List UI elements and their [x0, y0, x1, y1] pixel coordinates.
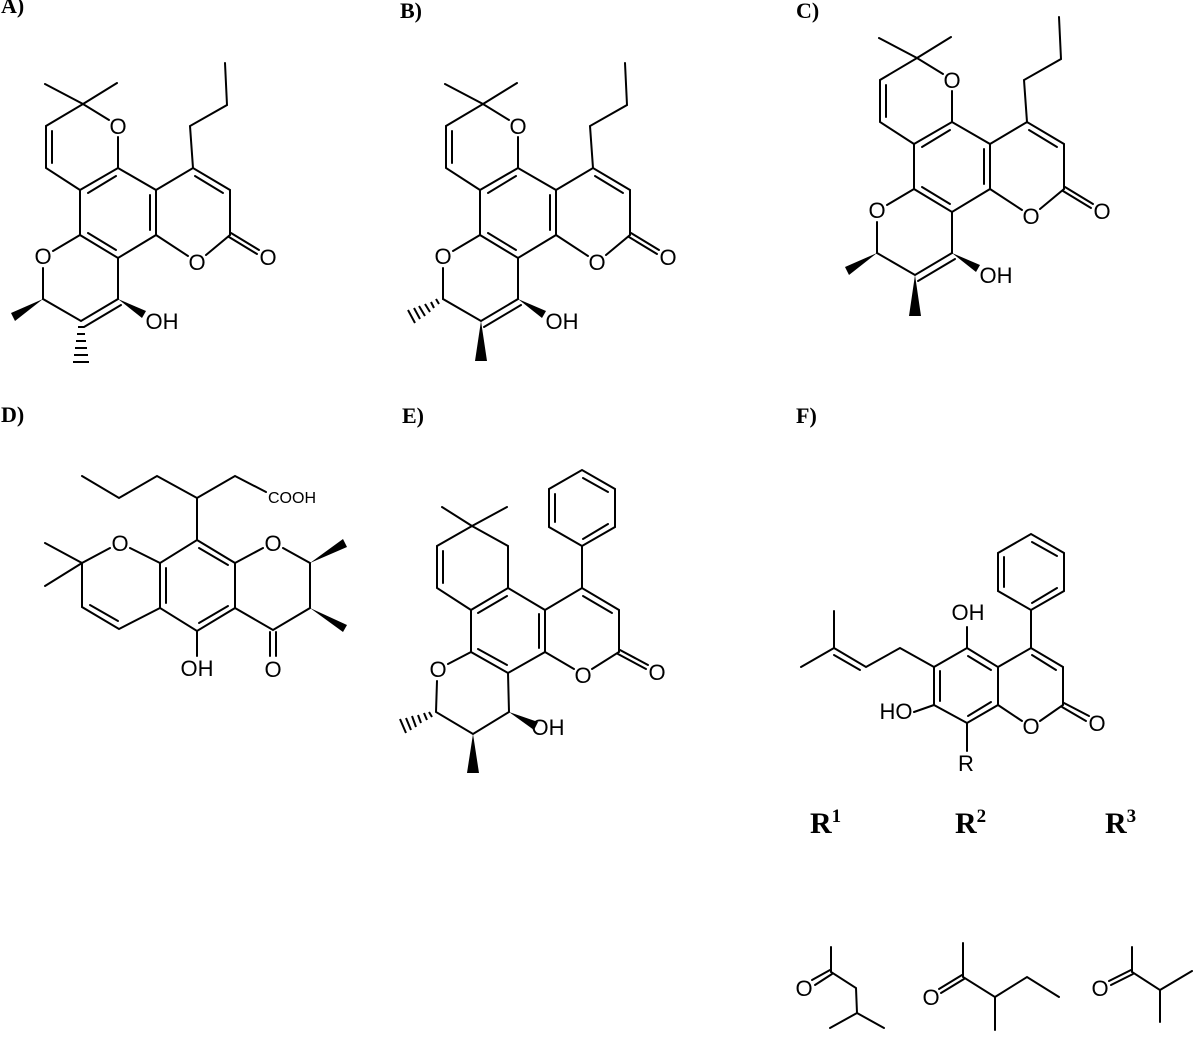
atom-oh-e: OH [532, 715, 565, 740]
panel-label-e: E) [402, 403, 424, 428]
atom-oh-f: OH [952, 600, 985, 625]
wedge-methyl [467, 734, 479, 773]
structure-e-bonds [399, 468, 649, 773]
structure-b-bonds [407, 62, 660, 361]
atom-ho-f: HO [880, 699, 913, 724]
atom-o-pyran-c: O [868, 198, 885, 223]
panel-label-a: A) [1, 0, 24, 18]
hashed-methyl [399, 711, 433, 734]
atom-o-carbonyl-e: O [648, 660, 665, 685]
r3-fragment: O [1091, 946, 1193, 1023]
r1-base: R [810, 807, 832, 840]
atom-cooh-d: COOH [268, 490, 316, 507]
structure-c: C) O O O O OH [796, 0, 1111, 316]
atom-o-chromene-a: O [109, 114, 126, 139]
atom-o-carbonyl-a: O [259, 245, 276, 270]
wedge-hydroxyl [518, 299, 546, 318]
atom-o-carbonyl-b: O [659, 245, 676, 270]
wedge-methyl [310, 539, 347, 563]
atom-o-pyran-d: O [264, 531, 281, 556]
atom-o-pyran-b: O [434, 244, 451, 269]
wedge-methyl [475, 321, 487, 361]
hashed-methyl [407, 298, 440, 324]
panel-label-d: D) [1, 402, 24, 427]
atom-oh-d: OH [181, 656, 214, 681]
r3-header: R3 [1105, 806, 1136, 840]
structure-c-bonds [845, 16, 1094, 316]
r1-header: R1 [810, 806, 841, 840]
wedge-hydroxyl [509, 712, 538, 730]
wedge-methyl [310, 608, 347, 632]
atom-o-chromene-d: O [111, 531, 128, 556]
atom-o-chromene-b: O [509, 114, 526, 139]
panel-label-c: C) [796, 0, 819, 23]
atom-o-r1: O [795, 976, 812, 1001]
r1-sup: 1 [832, 806, 842, 827]
wedge-methyl [11, 299, 43, 321]
structure-e: E) O O O OH [399, 403, 666, 773]
atom-o-ketone-d: O [264, 657, 281, 682]
atom-o-lactone-a: O [188, 250, 205, 275]
wedge-methyl [909, 275, 921, 316]
atom-o-lactone-e: O [574, 663, 591, 688]
atom-oh-c: OH [980, 263, 1013, 288]
atom-o-carbonyl-f: O [1088, 711, 1105, 736]
wedge-methyl [845, 253, 877, 275]
atom-o-pyran-e: O [429, 657, 446, 682]
structure-a: A) O O O O OH [1, 0, 277, 363]
r1-fragment: O [795, 946, 885, 1029]
structure-f-bonds [800, 532, 1090, 752]
structure-b: B) O O O O OH [400, 0, 677, 361]
structure-d-bonds [44, 474, 347, 657]
atom-oh-b: OH [546, 309, 579, 334]
structure-d: D) O O COOH OH O [1, 402, 347, 682]
structure-a-bonds [11, 62, 260, 363]
r3-base: R [1105, 807, 1127, 840]
r2-header: R2 [955, 806, 986, 840]
r3-sup: 3 [1127, 806, 1137, 827]
r2-sup: 2 [977, 806, 987, 827]
atom-o-pyran-a: O [34, 244, 51, 269]
panel-label-b: B) [400, 0, 422, 23]
r2-fragment: O [922, 942, 1060, 1031]
atom-oh-a: OH [146, 309, 179, 334]
wedge-hydroxyl [118, 299, 146, 318]
atom-o-chromene-c: O [943, 68, 960, 93]
wedge-hydroxyl [952, 253, 980, 272]
atom-o-r3: O [1091, 976, 1108, 1001]
structure-f: F) OH HO R O O [796, 403, 1106, 776]
atom-o-lactone-b: O [588, 250, 605, 275]
atom-o-lactone-f: O [1022, 714, 1039, 739]
atom-o-carbonyl-c: O [1093, 199, 1110, 224]
atom-o-lactone-c: O [1022, 204, 1039, 229]
hashed-methyl [73, 326, 89, 363]
r2-base: R [955, 807, 977, 840]
r-group-headers: R1 R2 R3 [810, 806, 1136, 840]
atom-r-f: R [958, 751, 974, 776]
panel-label-f: F) [796, 403, 817, 428]
atom-o-r2: O [922, 985, 939, 1010]
